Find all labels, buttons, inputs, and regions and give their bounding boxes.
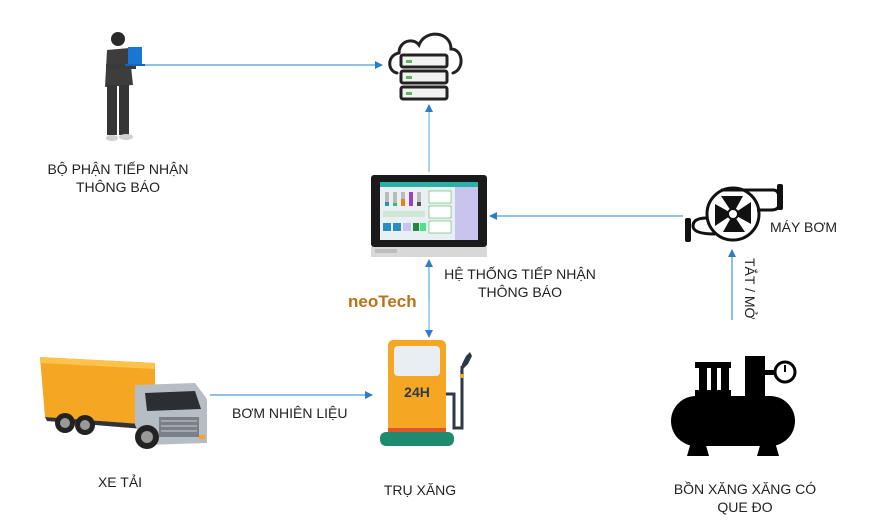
tank-icon	[671, 356, 797, 456]
hmi-label: HỆ THỐNG TIẾP NHẬN THÔNG BÁO	[444, 266, 596, 300]
tank-node	[665, 352, 805, 462]
pump-icon	[685, 184, 783, 242]
tank-label: BỒN XĂNG XĂNG CÓ QUE ĐO	[673, 481, 817, 515]
cloud-server-icon	[388, 32, 463, 101]
truck-icon	[40, 357, 207, 449]
brand-logo: neoTech	[348, 292, 417, 311]
truck-node	[35, 355, 210, 455]
person-with-laptop-icon	[105, 32, 145, 141]
operator-label: BỘ PHẬN TIẾP NHẬN THÔNG BÁO	[47, 161, 189, 195]
fuel-dispenser-icon	[380, 340, 472, 446]
tank-to-pump-edge-label: TẮT / MỞ	[742, 258, 758, 320]
pump-label: MÁY BƠM	[770, 219, 837, 235]
fuel-dispenser-node: 24H	[378, 338, 478, 450]
truck-label: XE TẢI	[97, 474, 143, 490]
hmi-node	[371, 175, 487, 257]
truck-to-dispenser-edge-label: BƠM NHIÊN LIỆU	[232, 405, 348, 421]
cloud-server-node	[385, 25, 465, 105]
fuel-dispenser-label: TRỤ XĂNG	[383, 482, 457, 498]
hmi-touch-panel-icon	[371, 175, 487, 257]
dispenser-24h-badge: 24H	[404, 384, 430, 400]
pump-node	[683, 180, 783, 250]
operator-node	[95, 30, 155, 145]
